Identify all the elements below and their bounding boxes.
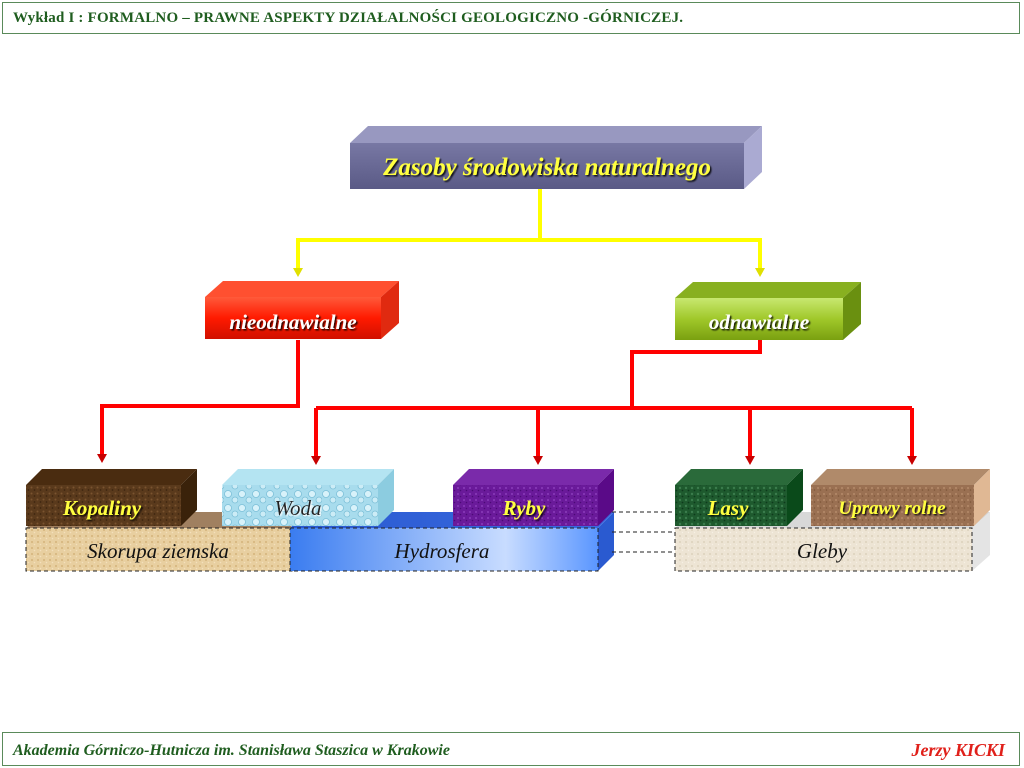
- slide-title: Wykład I : FORMALNO – PRAWNE ASPEKTY DZI…: [13, 10, 684, 26]
- base-hydrosphere-label: Hydrosfera: [394, 539, 490, 563]
- dashed-links: [612, 511, 675, 553]
- root-connectors: [296, 188, 762, 270]
- resource-crops-label: Uprawy rolne: [838, 498, 946, 519]
- resource-forests-label: Lasy: [707, 496, 750, 520]
- resource-fish: Ryby: [453, 469, 614, 526]
- root-node: Zasoby środowiska naturalnego: [350, 126, 762, 189]
- base-crust-label: Skorupa ziemska: [87, 539, 229, 563]
- slide-footer: Akademia Górniczo-Hutnicza im. Stanisław…: [2, 732, 1020, 766]
- base-soils-label: Gleby: [797, 539, 848, 563]
- slide-header: Wykład I : FORMALNO – PRAWNE ASPEKTY DZI…: [2, 2, 1020, 34]
- resource-water-label: Woda: [274, 496, 321, 520]
- resource-minerals: Kopaliny: [26, 469, 197, 526]
- renewable-node: odnawialne: [675, 282, 861, 340]
- root-connector-arrowheads: [293, 268, 765, 277]
- resource-connector-arrowheads: [97, 454, 917, 465]
- resource-connectors: [100, 340, 914, 458]
- root-node-label: Zasoby środowiska naturalnego: [382, 154, 711, 181]
- nonrenewable-node-label: nieodnawialne: [229, 310, 356, 334]
- resource-crops: Uprawy rolne: [811, 469, 990, 526]
- renewable-node-label: odnawialne: [709, 310, 809, 334]
- resource-forests: Lasy: [675, 469, 803, 526]
- resource-minerals-label: Kopaliny: [62, 496, 142, 520]
- resource-fish-label: Ryby: [502, 496, 546, 520]
- resource-water: Woda: [222, 469, 394, 526]
- nonrenewable-node: nieodnawialne: [205, 281, 399, 339]
- author-name: Jerzy KICKI: [911, 740, 1005, 760]
- institution-name: Akademia Górniczo-Hutnicza im. Stanisław…: [13, 742, 450, 759]
